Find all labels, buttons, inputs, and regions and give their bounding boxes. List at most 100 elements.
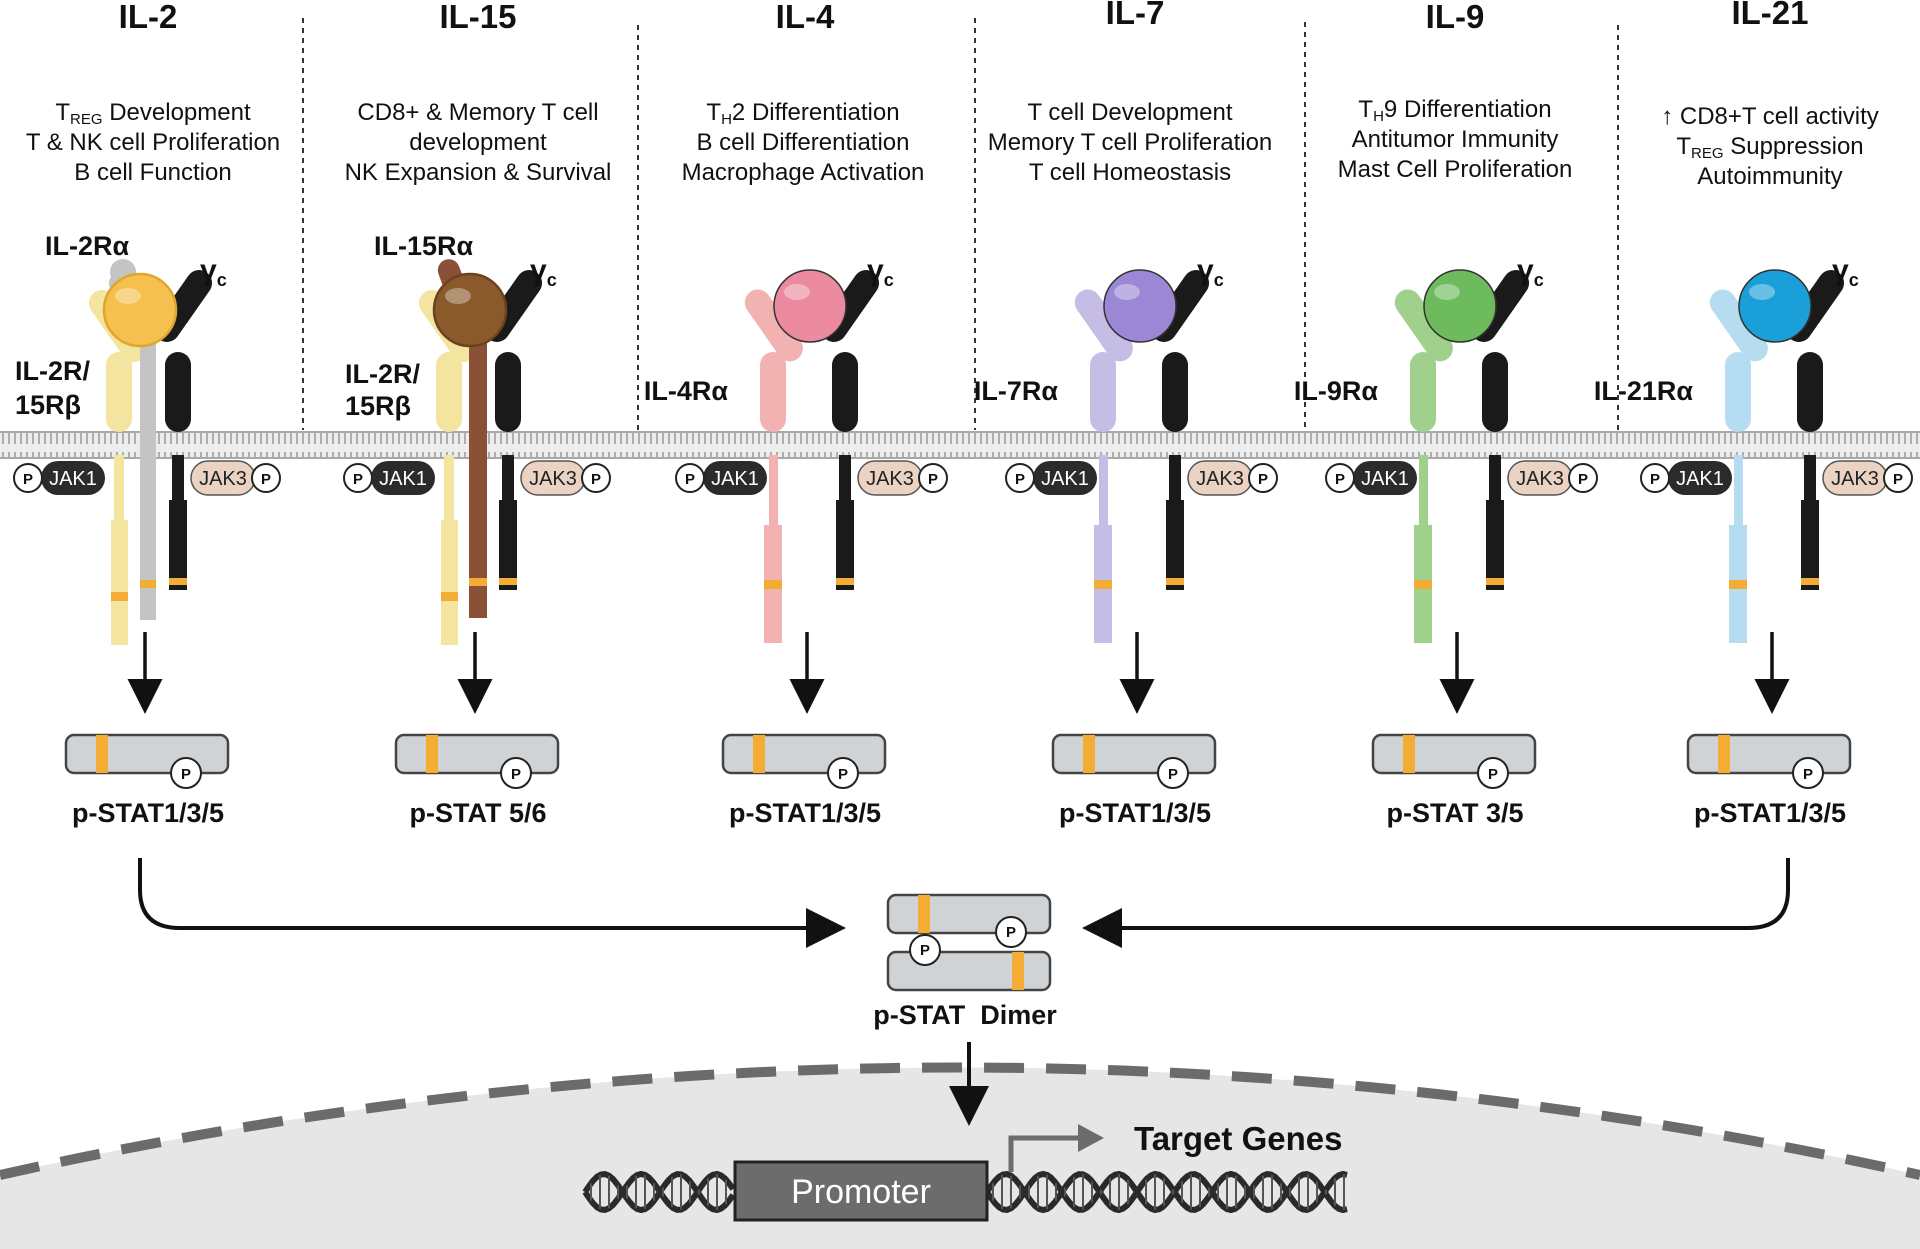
jak3-label: JAK3 [1516, 468, 1564, 490]
panel-title: IL-9 [1426, 0, 1485, 35]
jak3-phospho-icon: P [251, 463, 281, 493]
jak1-phospho-icon-label: P [1650, 471, 1660, 488]
jak1-phospho-icon-label: P [1015, 471, 1025, 488]
panel-title: IL-15 [439, 0, 516, 35]
promoter-label: Promoter [791, 1173, 931, 1211]
function-line-3: Autoimmunity [1697, 163, 1842, 190]
gamma-chain-label: γc [867, 254, 894, 290]
beta-chain-label-line1: IL-2R/ [345, 359, 421, 389]
jak3-phospho-icon: P [1248, 463, 1278, 493]
jak1-phospho-icon-label: P [685, 471, 695, 488]
dna-helix [582, 1170, 1348, 1214]
stat-phospho-icon: P [1792, 757, 1824, 789]
cytokine-ligand [773, 269, 847, 343]
function-line-3: B cell Function [74, 159, 231, 186]
p-stat-molecule: P [394, 733, 560, 789]
jak3-protein: JAK3 [190, 460, 256, 496]
p-stat-molecule: P [1051, 733, 1217, 789]
target-genes-label: Target Genes [1134, 1120, 1342, 1157]
stat-phospho-icon: P [1477, 757, 1509, 789]
gamma-chain-receptor [1470, 270, 1530, 590]
jak3-label: JAK3 [1196, 468, 1244, 490]
jak3-phospho-icon-label: P [1893, 471, 1903, 488]
panel-title: IL-2 [119, 0, 178, 35]
function-line-2: Memory T cell Proliferation [988, 129, 1273, 156]
jak1-label: JAK1 [49, 468, 97, 490]
jak3-protein: JAK3 [1822, 460, 1888, 496]
p-stat-molecule: P [1686, 733, 1852, 789]
transcription-arrow [1008, 1124, 1104, 1172]
jak3-phospho-icon-label: P [928, 471, 938, 488]
gamma-chain-receptor [153, 270, 213, 590]
jak1-phospho-icon: P [13, 463, 43, 493]
alpha-chain-receptor [1074, 289, 1133, 643]
stat-label: p-STAT1/3/5 [1059, 798, 1211, 828]
jak1-label: JAK1 [711, 468, 759, 490]
function-line-1: ↑ CD8+T cell activity [1661, 103, 1879, 130]
nucleus [0, 1062, 1920, 1249]
function-line-1: T cell Development [1028, 99, 1233, 126]
function-line-2: B cell Differentiation [697, 129, 910, 156]
p-stat-molecule: P [721, 733, 887, 789]
jak1-protein: JAK1 [41, 461, 105, 495]
dimer-top-band [918, 895, 930, 933]
alpha-chain-label: IL-4Rα [644, 376, 729, 406]
jak3-label: JAK3 [529, 468, 577, 490]
beta-chain-label-line1: IL-2R/ [15, 356, 91, 386]
cell-membrane [0, 431, 1920, 459]
alpha-chain-label: IL-9Rα [1294, 376, 1379, 406]
jak1-protein: JAK1 [703, 461, 767, 495]
jak3-phospho-icon: P [1568, 463, 1598, 493]
function-line-1: CD8+ & Memory T cell [357, 99, 598, 126]
gamma-chain-label: γc [1832, 254, 1859, 290]
stat-phospho-icon: P [170, 757, 202, 789]
jak1-phospho-icon-label: P [1335, 471, 1345, 488]
jak1-phospho-icon-label: P [353, 471, 363, 488]
function-line-3: Mast Cell Proliferation [1338, 156, 1573, 183]
dimer-p-label-left: P [920, 942, 930, 959]
alpha-chain-receptor [1394, 289, 1453, 643]
left-arrow [138, 858, 846, 948]
gamma-chain-label: γc [530, 254, 557, 290]
jak3-phospho-icon: P [1883, 463, 1913, 493]
jak1-protein: JAK1 [1353, 461, 1417, 495]
function-line-3: NK Expansion & Survival [345, 159, 612, 186]
panel-dividers [302, 18, 1619, 430]
stat-phospho-icon-label: P [1168, 766, 1178, 783]
jak3-phospho-icon: P [581, 463, 611, 493]
alpha-chain-label: IL-2Rα [45, 231, 130, 261]
panel-title: IL-4 [776, 0, 835, 35]
dimer-phospho-right: P [995, 916, 1027, 948]
gamma-chain-label: γc [200, 254, 227, 290]
function-line-3: Macrophage Activation [682, 159, 925, 186]
function-line-2: development [409, 129, 547, 156]
dimer-phospho-left: P [909, 934, 941, 966]
stat-phospho-icon: P [500, 757, 532, 789]
function-line-2: Antitumor Immunity [1352, 126, 1559, 153]
p-stat-molecule: P [64, 733, 230, 789]
cytokine-ligand [432, 272, 508, 348]
p-stat-molecule: P [1371, 733, 1537, 789]
function-line-2: TREG Suppression [1676, 133, 1863, 162]
panel-title: IL-21 [1731, 0, 1808, 31]
promoter-box: Promoter [733, 1160, 989, 1222]
stat-phospho-icon: P [827, 757, 859, 789]
right-arrow [1082, 858, 1790, 948]
stat-label: p-STAT 5/6 [409, 798, 546, 828]
beta-chain-label-line2: 15Rβ [345, 391, 411, 421]
jak3-phospho-icon-label: P [591, 471, 601, 488]
stat-phospho-icon-label: P [181, 766, 191, 783]
function-line-1: TH2 Differentiation [706, 99, 899, 128]
jak1-protein: JAK1 [1033, 461, 1097, 495]
stat-phospho-icon-label: P [1803, 766, 1813, 783]
cytokine-ligand [1423, 269, 1497, 343]
jak1-label: JAK1 [379, 468, 427, 490]
jak3-label: JAK3 [866, 468, 914, 490]
cytokine-ligand [102, 272, 178, 348]
jak1-phospho-icon: P [675, 463, 705, 493]
dimer-label: p-STAT Dimer [873, 1000, 1057, 1030]
